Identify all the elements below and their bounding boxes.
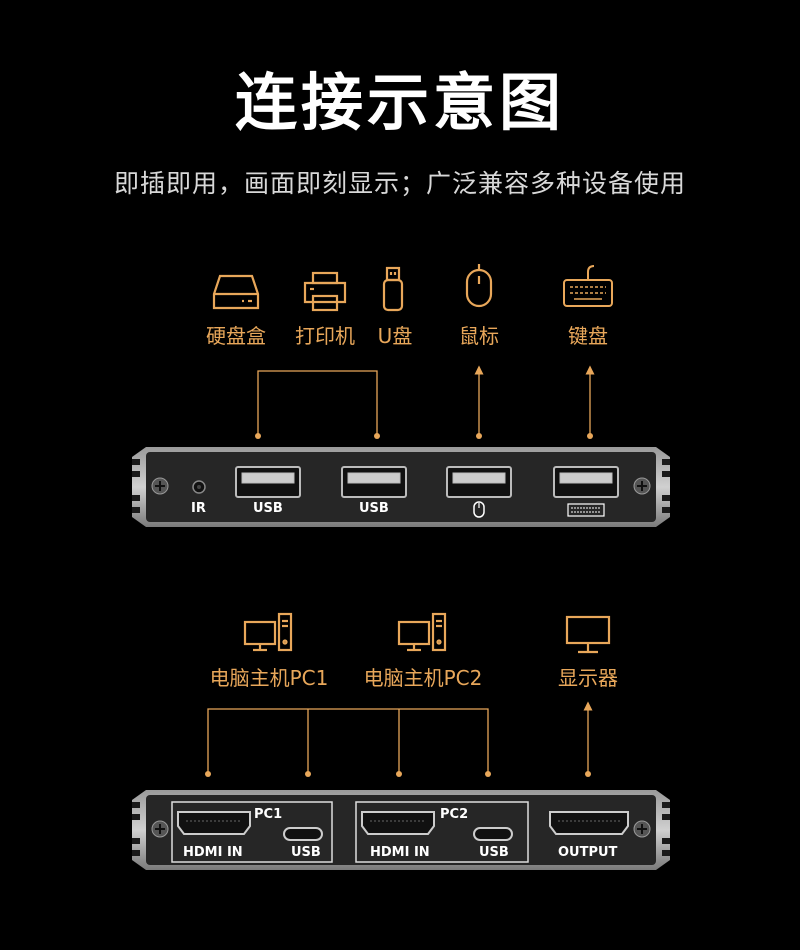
hdmi-output-label: OUTPUT (558, 845, 618, 860)
printer-icon (302, 270, 348, 318)
pc-bracket-line (207, 708, 489, 774)
pc1-group-label: PC1 (254, 807, 283, 822)
page-subtitle: 即插即用，画面即刻显示；广泛兼容多种设备使用 (113, 169, 686, 198)
peripheral-label-udisk: U盘 (377, 324, 413, 348)
keyboard-port-icon (567, 503, 605, 517)
screw-icon (151, 477, 651, 495)
output-label-monitor: 显示器 (558, 666, 618, 690)
usb-port-label-1: USB (253, 501, 283, 516)
monitor-icon (564, 614, 612, 660)
usb-port-label-2: USB (359, 501, 389, 516)
hard-drive-icon (212, 272, 260, 316)
computer-icon-pc2 (397, 612, 449, 658)
hdmi-in-label-2: HDMI IN (370, 845, 430, 860)
usb-bracket-line (257, 370, 378, 436)
peripheral-label-hdd: 硬盘盒 (206, 324, 266, 348)
source-label-pc2: 电脑主机PC2 (363, 666, 483, 690)
usb-c-label-1: USB (291, 845, 321, 860)
computer-icon-pc1 (243, 612, 295, 658)
ir-port-label: IR (191, 501, 206, 516)
peripheral-label-mouse: 鼠标 (459, 324, 499, 348)
mouse-port-icon (473, 501, 485, 518)
mouse-icon (464, 264, 494, 314)
kvm-switch-back-panel: IR USB USB (132, 447, 670, 527)
peripheral-label-keyboard: 键盘 (568, 324, 608, 348)
pc2-group-label: PC2 (440, 807, 469, 822)
usb-c-label-2: USB (479, 845, 509, 860)
hdmi-in-label-1: HDMI IN (183, 845, 243, 860)
keyboard-icon (562, 262, 614, 314)
page-title: 连接示意图 (234, 66, 565, 139)
usb-drive-icon (381, 266, 405, 318)
peripheral-label-printer: 打印机 (295, 324, 355, 348)
kvm-switch-front-panel: PC1 PC2 HDMI IN USB HDMI IN USB OUTPUT (132, 790, 670, 870)
source-label-pc1: 电脑主机PC1 (209, 666, 329, 690)
